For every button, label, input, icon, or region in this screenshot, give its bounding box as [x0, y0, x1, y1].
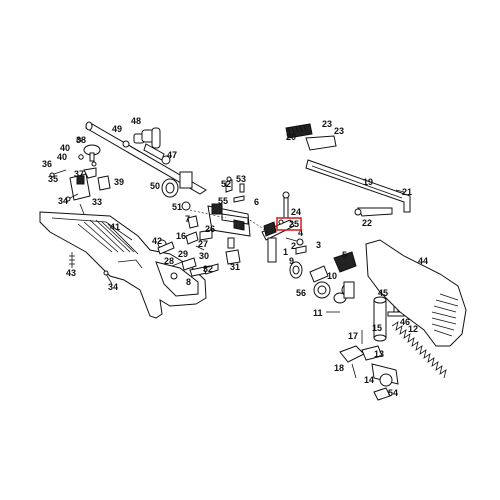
label-45: 45: [378, 288, 388, 298]
label-15: 15: [372, 323, 382, 333]
label-22: 22: [362, 218, 372, 228]
stock-hatch: [77, 219, 139, 255]
label-8: 8: [186, 277, 191, 287]
forestock-hatch: [431, 293, 459, 337]
label-23a: 23: [322, 119, 332, 129]
label-46: 46: [400, 317, 410, 327]
label-28: 28: [164, 256, 174, 266]
screw-36-shape: [53, 169, 67, 175]
label-20: 20: [286, 132, 296, 142]
label-43: 43: [66, 268, 76, 278]
label-9: 9: [289, 256, 294, 266]
label-18: 18: [334, 363, 344, 373]
label-13: 13: [374, 349, 384, 359]
label-26: 26: [205, 224, 215, 234]
label-27: 27: [198, 239, 208, 249]
pin-24-shape: [283, 195, 289, 219]
highlight-box-part-25: [276, 217, 302, 231]
rings-50-51-shape: [161, 171, 193, 211]
label-40a: 40: [60, 143, 70, 153]
label-44: 44: [418, 256, 428, 266]
label-40b: 40: [57, 152, 67, 162]
block-37-shape: [69, 167, 97, 201]
label-49: 49: [112, 124, 122, 134]
label-25: 25: [289, 219, 299, 229]
label-55: 55: [218, 196, 228, 206]
label-41: 41: [110, 222, 120, 232]
label-19: 19: [363, 177, 373, 187]
cylinder-cluster-shape: [122, 127, 171, 165]
label-16: 16: [176, 231, 186, 241]
label-37: 37: [74, 169, 84, 179]
label-48: 48: [131, 116, 141, 126]
barrel-shape: [85, 121, 207, 195]
label-54: 54: [388, 388, 398, 398]
label-14: 14: [364, 375, 374, 385]
label-56: 56: [296, 288, 306, 298]
mount-5-shape: [333, 251, 357, 273]
part-39-shape: [97, 175, 111, 191]
label-24: 24: [291, 207, 301, 217]
label-52: 52: [221, 179, 231, 189]
label-47: 47: [167, 150, 177, 160]
spring-12-shape: [391, 321, 447, 379]
label-50: 50: [150, 181, 160, 191]
label-51: 51: [172, 202, 182, 212]
label-31: 31: [230, 262, 240, 272]
tube-15-shape: [373, 296, 387, 342]
part-labels: 1 2 3 4 5 6 7 8 9 10 11 12 13 14 15 16 1…: [42, 116, 428, 398]
label-10: 10: [327, 271, 337, 281]
label-29: 29: [178, 249, 188, 259]
label-12: 12: [408, 324, 418, 334]
label-3: 3: [316, 240, 321, 250]
comb-20-shape: [285, 123, 337, 151]
label-30: 30: [199, 251, 209, 261]
bolt-assembly-shape: [339, 345, 399, 387]
label-34b: 34: [108, 282, 118, 292]
pin-25-shape: [278, 219, 284, 225]
arm-22-shape: [357, 207, 393, 217]
label-53: 53: [236, 174, 246, 184]
label-4: 4: [298, 228, 303, 238]
knob-shape: [76, 137, 101, 167]
label-21: 21: [402, 187, 412, 197]
label-6: 6: [254, 197, 259, 207]
label-34a: 34: [58, 196, 68, 206]
label-36: 36: [42, 159, 52, 169]
rail-19-shape: [305, 159, 411, 213]
label-32: 32: [203, 264, 213, 274]
label-42: 42: [152, 236, 162, 246]
label-11: 11: [313, 308, 323, 318]
stock-41-shape: [39, 211, 207, 319]
label-35: 35: [48, 174, 58, 184]
receiver-55-shape: [207, 203, 251, 237]
label-7: 7: [185, 214, 190, 224]
label-38: 38: [76, 135, 86, 145]
label-2: 2: [291, 241, 296, 251]
label-1: 1: [283, 247, 288, 257]
label-39: 39: [114, 177, 124, 187]
label-23b: 23: [334, 126, 344, 136]
forestock-44-shape: [365, 239, 467, 347]
part-shapes: [39, 121, 467, 401]
label-5: 5: [342, 250, 347, 260]
label-33: 33: [92, 197, 102, 207]
label-17: 17: [348, 331, 358, 341]
